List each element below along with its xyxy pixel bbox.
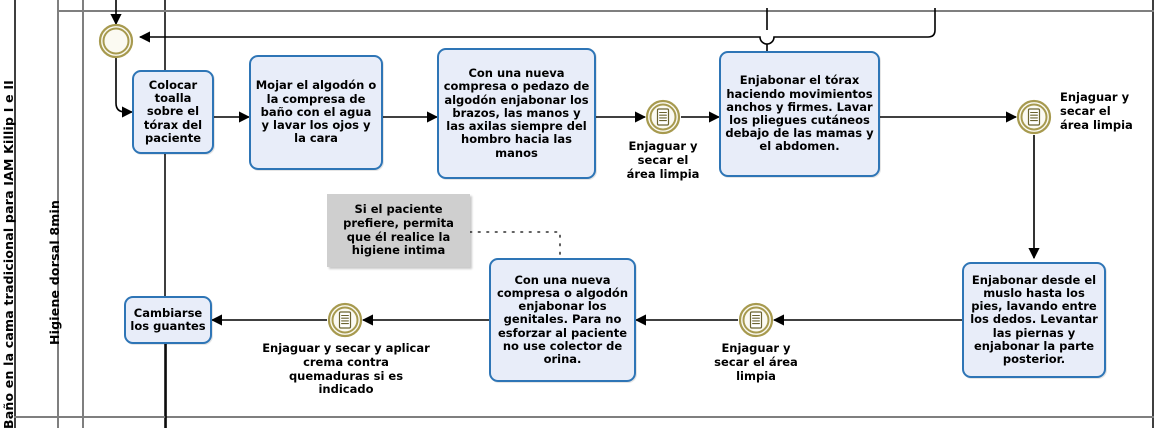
task-enjabonar-brazos[interactable]: Con una nueva compresa o pedazo de algod… xyxy=(437,48,596,179)
event-caption-3: Enjaguar y secar el área limpia xyxy=(714,341,798,383)
event-enjaguar-secar-crema[interactable] xyxy=(327,302,363,338)
annotation-label: Si el paciente prefiere, permita que él … xyxy=(343,202,454,258)
task-colocar-toalla[interactable]: Colocar toalla sobre el tórax del pacien… xyxy=(132,70,214,154)
event-enjaguar-secar-area-limpia-2[interactable] xyxy=(1016,99,1052,135)
lane-border-left-3 xyxy=(164,0,166,428)
document-event-icon xyxy=(749,311,763,329)
event-caption-4: Enjaguar y secar y aplicar crema contra … xyxy=(262,341,430,397)
pool-border-right xyxy=(1152,0,1154,428)
event-caption-1: Enjaguar y secar el área limpia xyxy=(626,139,700,181)
event-enjaguar-secar-area-limpia-3[interactable] xyxy=(738,302,774,338)
task-label: Con una nueva compresa o pedazo de algod… xyxy=(443,66,590,160)
task-label: Mojar el algodón o la compresa de baño c… xyxy=(255,78,377,146)
event-enjaguar-secar-area-limpia-1[interactable] xyxy=(645,99,681,135)
task-label: Con una nueva compresa o algodón enjabon… xyxy=(496,272,629,367)
task-cambiarse-guantes[interactable]: Cambiarse los guantes xyxy=(124,296,212,344)
pool-border-left xyxy=(14,0,16,428)
event-caption-2: Enjaguar y secar el área limpia xyxy=(1060,90,1133,132)
task-label: Enjabonar desde el muslo hasta los pies,… xyxy=(970,272,1098,367)
lane-border-left-1 xyxy=(57,0,59,428)
document-event-icon xyxy=(1027,108,1041,126)
lane-title: Higiene dorsal 8min xyxy=(47,199,62,345)
task-label: Colocar toalla sobre el tórax del pacien… xyxy=(143,77,203,145)
task-enjabonar-genitales[interactable]: Con una nueva compresa o algodón enjabon… xyxy=(489,258,636,382)
pool-title: Baño en la cama tradicional para IAM Kil… xyxy=(1,79,16,428)
task-enjabonar-torax[interactable]: Enjabonar el tórax haciendo movimientos … xyxy=(719,51,880,177)
lane-border-top xyxy=(57,10,1154,12)
lane-border-left-2 xyxy=(82,0,84,428)
annotation-higiene-intima: Si el paciente prefiere, permita que él … xyxy=(327,194,470,267)
event-intermediate-loop-entry[interactable] xyxy=(98,23,134,59)
lane-border-bottom xyxy=(14,416,1154,418)
document-event-icon xyxy=(338,311,352,329)
task-enjabonar-muslo-pies[interactable]: Enjabonar desde el muslo hasta los pies,… xyxy=(962,262,1106,378)
document-event-icon xyxy=(656,108,670,126)
task-label: Cambiarse los guantes xyxy=(130,305,206,333)
task-mojar-algodon[interactable]: Mojar el algodón o la compresa de baño c… xyxy=(249,55,383,170)
task-label: Enjabonar el tórax haciendo movimientos … xyxy=(725,73,874,154)
